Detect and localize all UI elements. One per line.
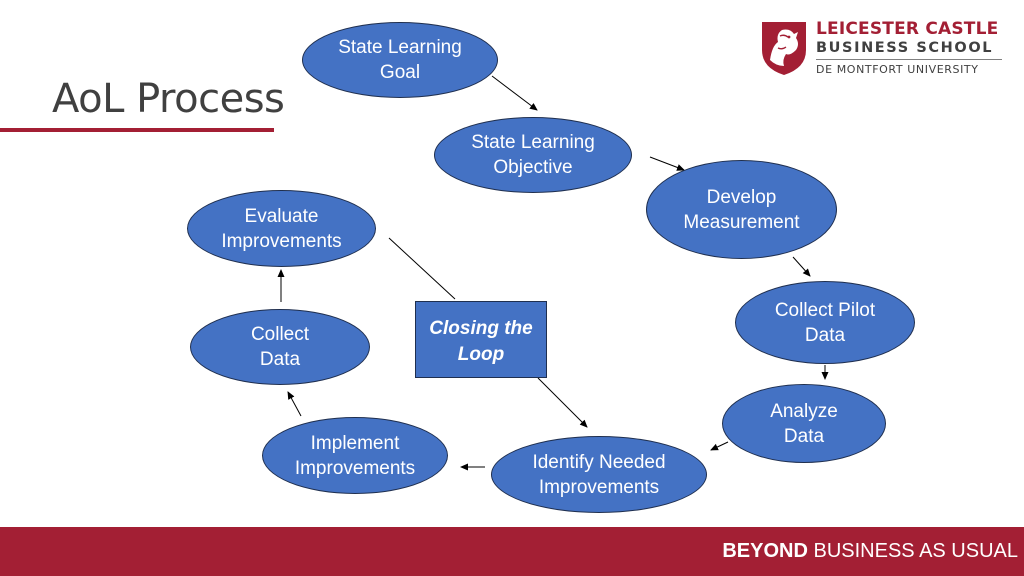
arrow-evaluate-to-closing-loop [388,237,456,300]
footer-tagline-rest: BUSINESS AS USUAL [807,540,1018,562]
closing-the-loop-box: Closing the Loop [415,301,547,378]
node-collect-pilot-data: Collect Pilot Data [735,281,915,364]
logo-text-line2: BUSINESS SCHOOL [816,40,994,56]
arrow-goal-to-objective [491,75,538,111]
logo-text-line1: LEICESTER CASTLE [816,19,999,39]
node-evaluate-improvements: Evaluate Improvements [187,190,376,267]
node-state-learning-objective: State Learning Objective [434,117,632,193]
node-analyze-data: Analyze Data [722,384,886,463]
logo-divider [816,59,1002,60]
node-state-learning-goal: State Learning Goal [302,22,498,98]
node-identify-needed-improvements: Identify Needed Improvements [491,436,707,513]
footer-bar: BEYOND BUSINESS AS USUAL [0,527,1024,576]
node-develop-measurement: Develop Measurement [646,160,837,259]
footer-tagline-bold: BEYOND [722,540,808,562]
arrow-analyze-to-identify [710,441,729,451]
page-title: AoL Process [52,76,285,122]
logo-text-line3: DE MONTFORT UNIVERSITY [816,63,979,76]
castle-shield-icon [762,22,806,75]
node-collect-data: Collect Data [190,309,370,385]
title-underline [0,128,274,132]
arrow-closing-loop-to-identify [537,377,588,428]
arrow-measurement-to-pilot [792,256,811,277]
arrow-implement-to-collect [287,391,302,417]
node-implement-improvements: Implement Improvements [262,417,448,494]
footer-tagline: BEYOND BUSINESS AS USUAL [722,540,1018,563]
school-logo: LEICESTER CASTLE BUSINESS SCHOOL DE MONT… [760,16,1005,80]
arrow-objective-to-measurement [649,156,685,171]
